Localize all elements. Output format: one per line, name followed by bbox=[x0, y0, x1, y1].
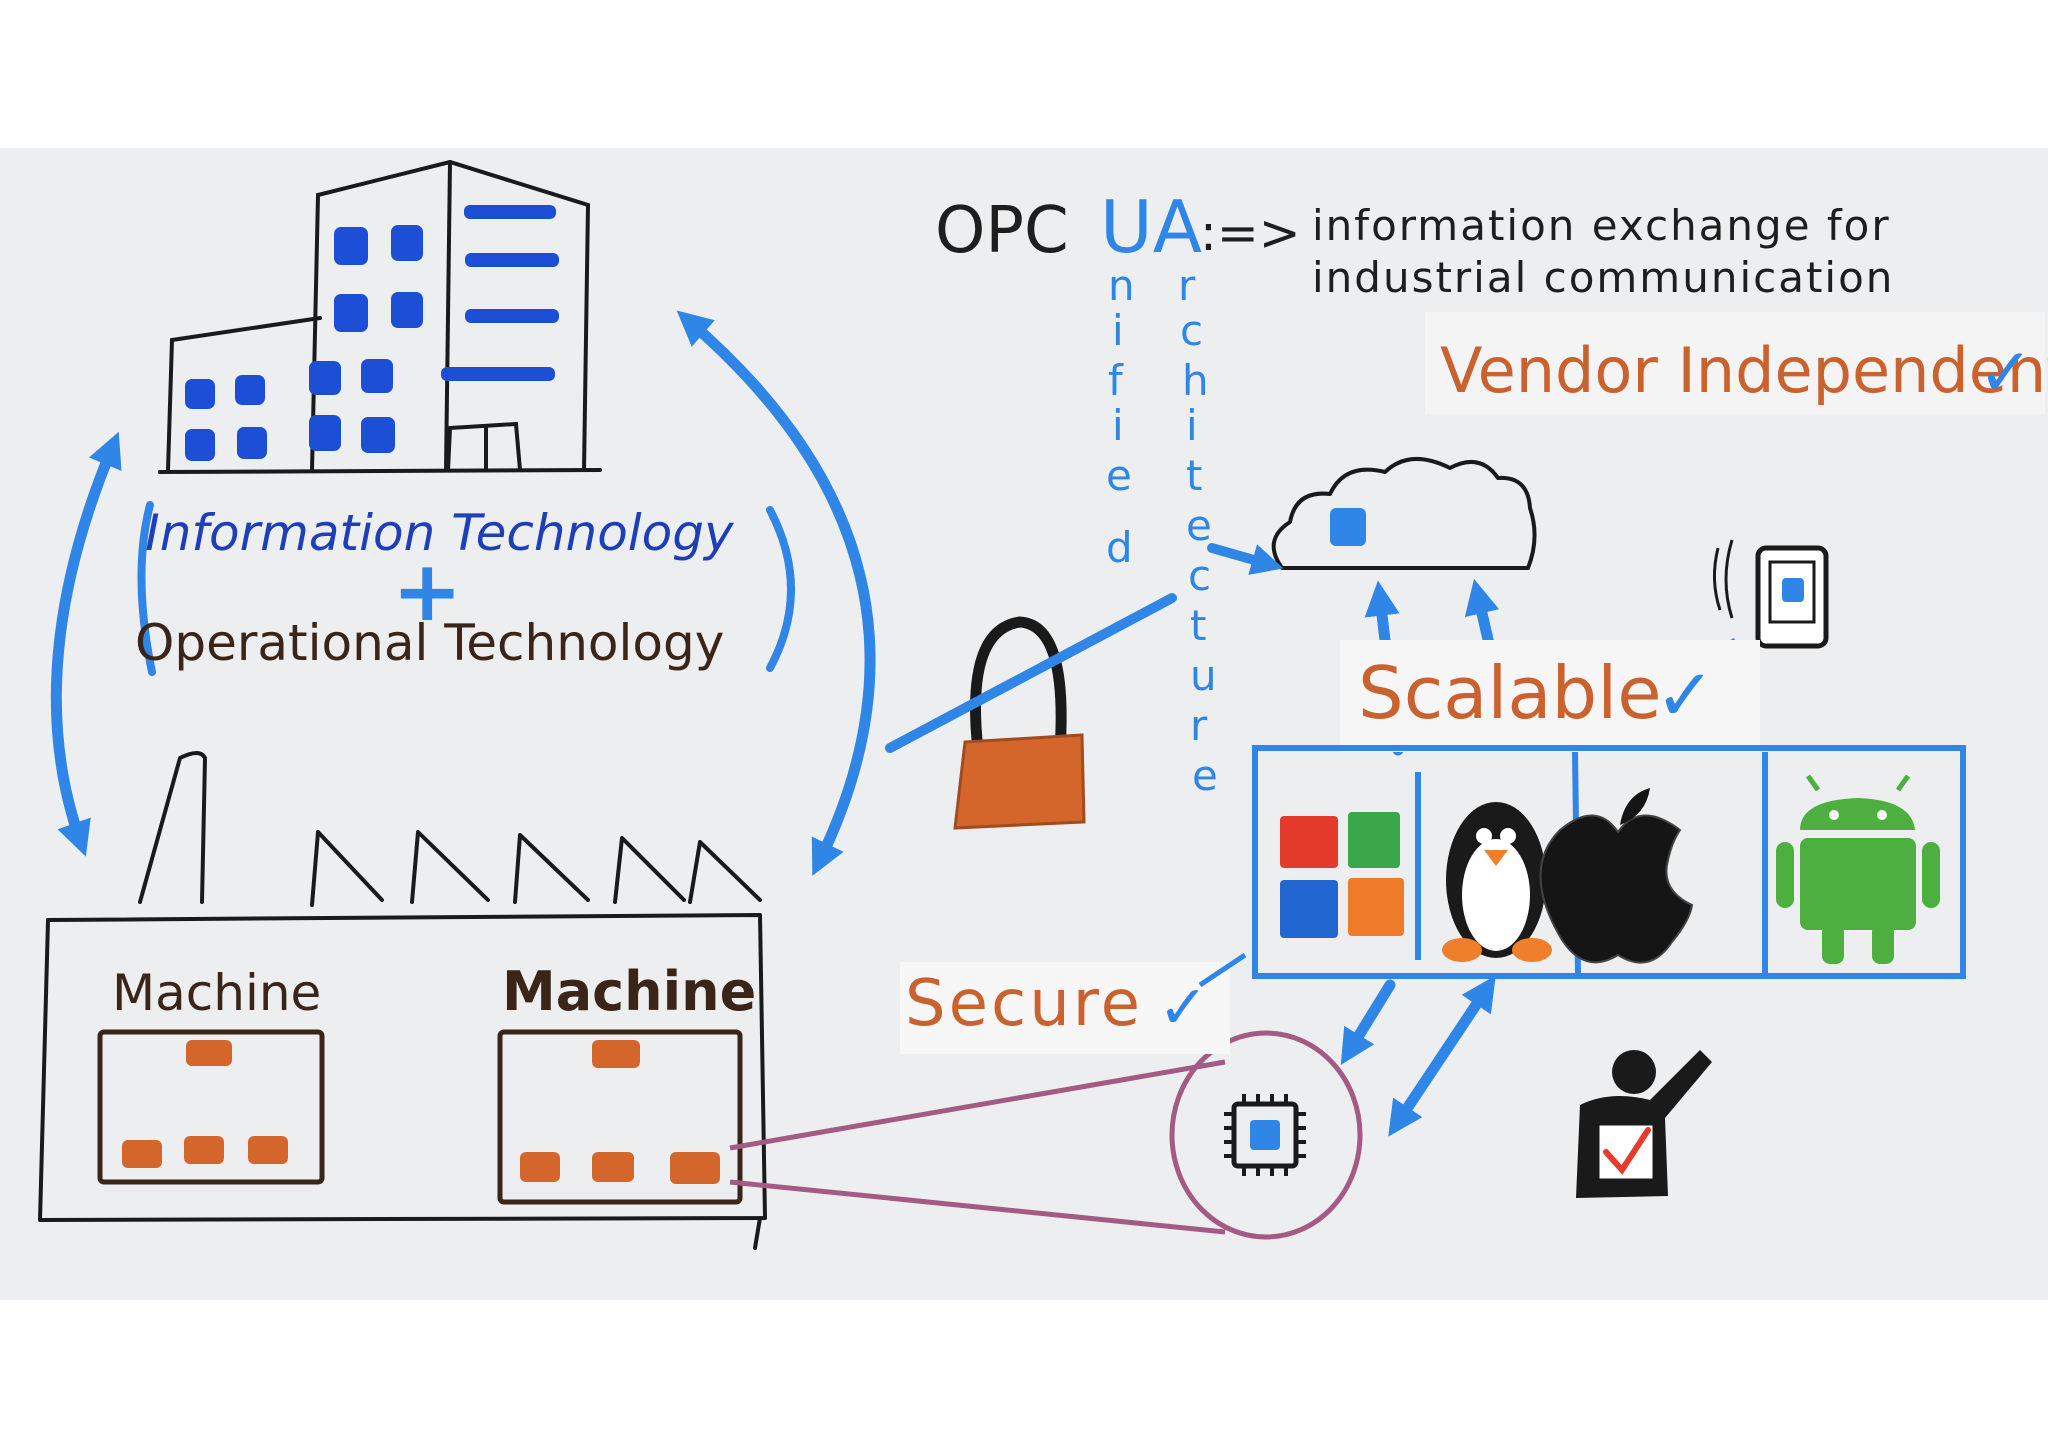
cloud-icon bbox=[1271, 456, 1537, 570]
machine-right-label: Machine bbox=[502, 960, 756, 1023]
plus-sign: + bbox=[392, 542, 462, 640]
person-checkbox-icon bbox=[1576, 1050, 1712, 1198]
architecture-letter: r bbox=[1190, 701, 1208, 750]
scalable-highlight bbox=[1340, 640, 1760, 752]
unified-letter: n bbox=[1108, 261, 1135, 310]
office-building-icon bbox=[158, 159, 602, 474]
architecture-letter: t bbox=[1190, 601, 1206, 650]
architecture-letter: r bbox=[1178, 261, 1196, 310]
title-group: OPC UA :=> information exchange for indu… bbox=[935, 185, 1894, 302]
secure-highlight bbox=[900, 962, 1230, 1054]
acronym-unified: n i f i e d bbox=[1106, 261, 1135, 572]
scalable-check: ✓ bbox=[1655, 653, 1715, 737]
acronym-architecture: r c h i t e c t u r e bbox=[1178, 261, 1218, 800]
ot-label: Operational Technology bbox=[135, 614, 724, 672]
it-label: Information Technology bbox=[145, 504, 735, 562]
secure-link-arrow bbox=[885, 543, 1284, 753]
unified-letter: f bbox=[1108, 356, 1124, 405]
vendor-label: Vendor Independent bbox=[1440, 334, 2048, 407]
vendor-highlight bbox=[1425, 312, 2045, 414]
machine-right: Machine bbox=[497, 960, 756, 1205]
architecture-letter: c bbox=[1180, 306, 1203, 355]
linux-penguin-icon bbox=[1442, 802, 1552, 962]
title-line2: industrial communication bbox=[1312, 253, 1894, 302]
right-bracket bbox=[766, 506, 795, 672]
architecture-letter: t bbox=[1186, 451, 1202, 500]
os-chip-arrows bbox=[1340, 975, 1496, 1137]
android-logo-icon bbox=[1776, 774, 1940, 964]
chip-zoom bbox=[729, 1030, 1363, 1240]
windows-logo-icon bbox=[1280, 812, 1404, 938]
padlock-icon bbox=[953, 616, 1086, 830]
architecture-letter: c bbox=[1188, 551, 1211, 600]
title-line1: information exchange for bbox=[1312, 201, 1891, 250]
scalable-label: Scalable bbox=[1358, 651, 1662, 735]
os-box bbox=[1252, 745, 1966, 979]
it-ot-arrows bbox=[50, 310, 876, 876]
factory-icon bbox=[38, 751, 767, 1250]
vendor-check: ✓ bbox=[1978, 334, 2033, 411]
arrow-left-vertical bbox=[50, 431, 122, 857]
left-bracket bbox=[137, 501, 156, 676]
secure-link-line bbox=[1198, 952, 1247, 988]
secure-label: Secure bbox=[905, 967, 1143, 1041]
architecture-letter: e bbox=[1186, 501, 1212, 550]
unified-letter: e bbox=[1106, 451, 1132, 500]
title-opc: OPC bbox=[935, 194, 1069, 268]
architecture-letter: u bbox=[1190, 651, 1217, 700]
it-ot-group: Information Technology + Operational Tec… bbox=[135, 501, 795, 676]
apple-logo-icon bbox=[1539, 788, 1694, 964]
unified-letter: i bbox=[1112, 306, 1124, 355]
architecture-letter: e bbox=[1192, 751, 1218, 800]
smartphone-icon bbox=[1713, 539, 1829, 649]
title-arrow: :=> bbox=[1200, 204, 1301, 262]
machine-left-label: Machine bbox=[112, 964, 321, 1022]
unified-letter: i bbox=[1112, 401, 1124, 450]
unified-letter: d bbox=[1106, 523, 1133, 572]
architecture-letter: i bbox=[1186, 401, 1198, 450]
arrow-right-arc bbox=[676, 310, 876, 876]
chip-icon bbox=[1224, 1094, 1306, 1176]
title-ua: UA bbox=[1100, 185, 1202, 269]
architecture-letter: h bbox=[1182, 356, 1209, 405]
machine-left: Machine bbox=[97, 964, 325, 1185]
